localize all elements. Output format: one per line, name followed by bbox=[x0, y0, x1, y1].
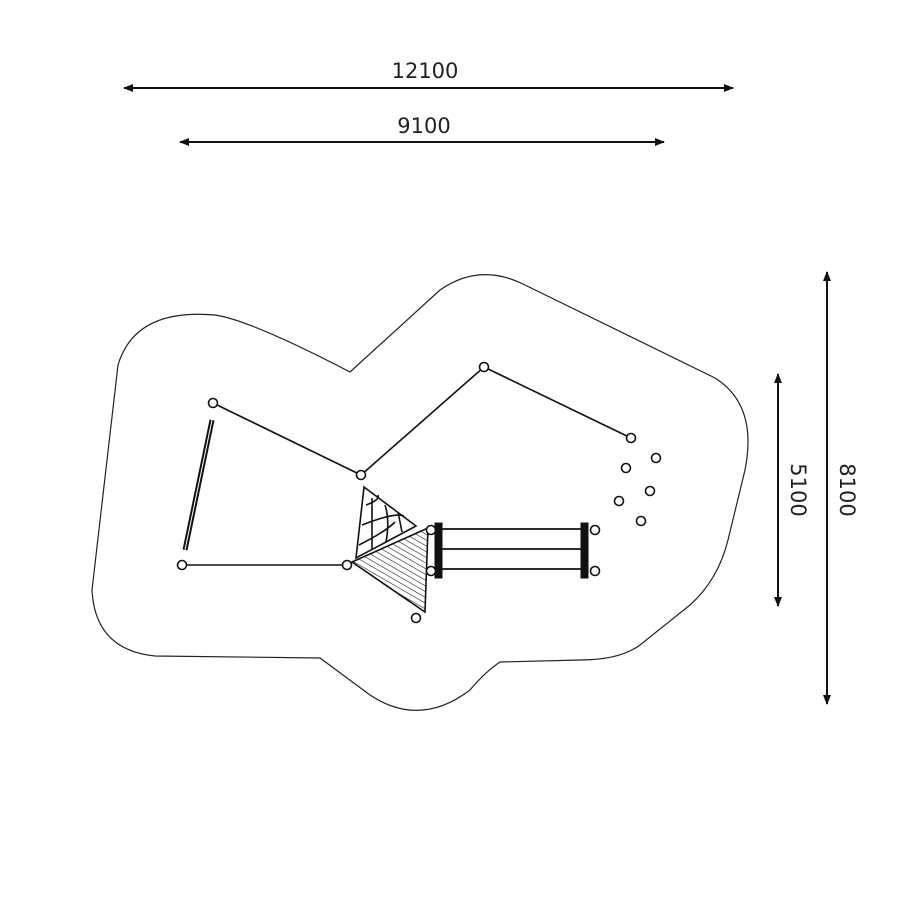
dimension-label: 8100 bbox=[835, 463, 859, 516]
stepping-stone-icon bbox=[644, 485, 656, 497]
dimension-overall-width: 12100 bbox=[123, 59, 734, 92]
post-icon bbox=[625, 432, 637, 444]
stepping-stone-icon bbox=[650, 452, 662, 464]
stepping-stone-icon bbox=[635, 515, 647, 527]
safety-zone-outline bbox=[91, 274, 749, 711]
climbing-bar-highlight bbox=[184, 419, 213, 551]
rope-lines bbox=[182, 366, 632, 566]
dimension-inner-width: 9100 bbox=[179, 114, 665, 146]
post-icon bbox=[341, 559, 353, 571]
dimension-label: 9100 bbox=[397, 114, 450, 138]
post-icon bbox=[589, 524, 601, 536]
post-icon bbox=[176, 559, 188, 571]
stepping-stones bbox=[613, 452, 662, 527]
stepping-stone-icon bbox=[620, 462, 632, 474]
rope-bridge bbox=[434, 522, 589, 579]
post-icon bbox=[410, 612, 422, 624]
dimension-inner-depth: 5100 bbox=[774, 373, 810, 607]
post-icon bbox=[425, 565, 437, 577]
post-icon bbox=[207, 397, 219, 409]
dimension-label: 12100 bbox=[392, 59, 459, 83]
post-icon bbox=[425, 524, 437, 536]
post-icon bbox=[478, 361, 490, 373]
posts bbox=[176, 361, 637, 624]
stepping-stone-icon bbox=[613, 495, 625, 507]
climbing-net bbox=[355, 485, 418, 560]
post-icon bbox=[355, 469, 367, 481]
dimension-label: 5100 bbox=[786, 463, 810, 516]
post-icon bbox=[589, 565, 601, 577]
dimension-overall-depth: 8100 bbox=[823, 271, 859, 705]
